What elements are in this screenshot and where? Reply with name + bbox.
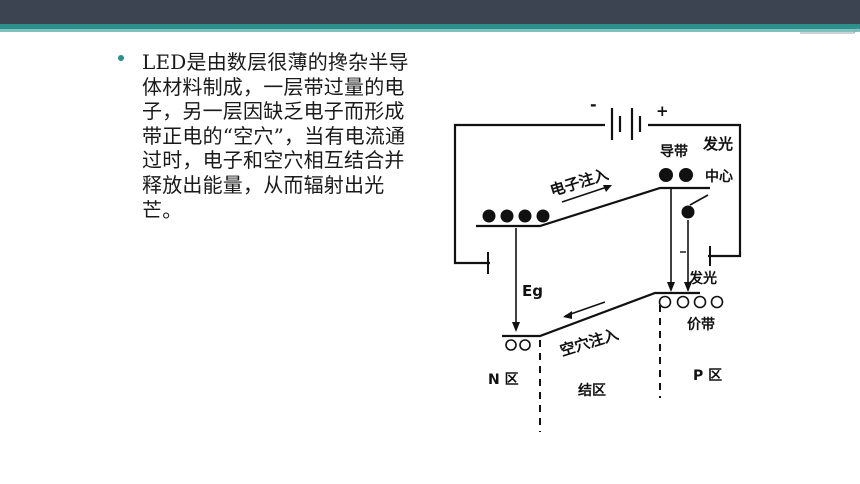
accent-stripe-light — [0, 29, 860, 32]
p-drop-arrow-left — [667, 282, 675, 292]
battery-plus-label: + — [656, 102, 669, 120]
emit-light-bottom-label: 发光 — [688, 270, 717, 287]
p-side-electrons — [659, 168, 693, 182]
conduction-band-label: 导带 — [660, 144, 688, 160]
p-side-holes — [658, 295, 724, 309]
valence-band-label: 价带 — [687, 317, 715, 333]
center-label: 中心 — [705, 168, 733, 185]
circuit-wire-top-right — [648, 123, 742, 258]
n-side-holes — [505, 339, 531, 351]
junction-region-label: 结区 — [578, 382, 606, 399]
recombination-center-dot — [681, 205, 695, 219]
circuit-wire-top-left — [453, 123, 605, 265]
eg-arrow-head — [512, 322, 520, 332]
hole-injection-label: 空穴注入 — [558, 325, 621, 360]
n-region-label: N 区 — [488, 372, 519, 388]
hole-injection-arrow-head — [563, 311, 572, 319]
bullet-text: LED是由数层很薄的搀杂半导体材料制成，一层带过量的电子，另一层因缺乏电子而形成… — [142, 50, 409, 222]
bullet-point: LED是由数层很薄的搀杂半导体材料制成，一层带过量的电子，另一层因缺乏电子而形成… — [118, 50, 420, 222]
eg-label: Eg — [522, 282, 543, 300]
title-bar — [0, 0, 860, 24]
electron-injection-arrow-line — [561, 185, 611, 203]
conduction-band-line — [476, 186, 710, 228]
bullet-dot — [118, 55, 124, 61]
center-pointer — [689, 194, 709, 206]
battery-minus-label: - — [590, 95, 597, 114]
p-drop-arrow-right — [684, 282, 692, 292]
valence-band-line — [502, 291, 700, 338]
accent-stripe — [0, 24, 860, 29]
electron-injection-arrow-head — [603, 185, 612, 192]
electron-injection-label: 电子注入 — [548, 165, 611, 200]
emit-light-top-label: 发光 — [702, 135, 733, 153]
n-side-electrons — [482, 209, 550, 223]
battery-icon — [610, 108, 642, 140]
corner-decoration — [800, 27, 859, 34]
p-region-label: P 区 — [693, 368, 722, 384]
